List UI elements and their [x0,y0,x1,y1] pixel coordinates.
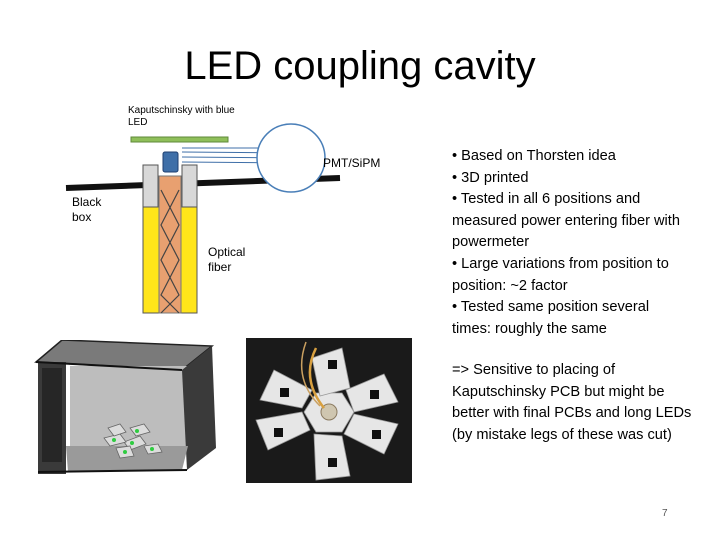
cavity-right-wall [181,164,198,208]
black-box-render-image [34,340,216,474]
fiber-lines [160,189,180,314]
pcb-bar [130,136,229,143]
slide-title: LED coupling cavity [184,44,536,88]
bullet-item: • Based on Thorsten idea [452,148,616,164]
yellow-block-left [142,206,160,314]
yellow-block-right [180,206,198,314]
bullet-item: • 3D printed [452,169,529,186]
conclusion-text: => Sensitive to placing of Kaputschinsky… [452,362,692,443]
fiber-label: Optical fiber [208,245,246,274]
led-label: Kaputschinsky with blue LED [128,105,235,128]
coupler-photo-image [246,338,412,483]
bullet-list: • Based on Thorsten idea • 3D printed • … [452,146,692,340]
bullet-item: • Large variations from position to posi… [452,255,669,294]
bullet-item: • Tested in all 6 positions and measured… [452,191,680,251]
black-box-label: Black box [72,195,102,224]
page-number: 7 [662,508,668,519]
blue-led-icon [162,151,179,173]
detector-label: PMT/SiPM [323,156,381,170]
bullet-item: • Tested same position several times: ro… [452,299,650,337]
optical-fiber [158,175,182,314]
cavity-left-wall [142,164,159,208]
detector-circle [256,123,326,193]
cavity-diagram [65,123,341,314]
